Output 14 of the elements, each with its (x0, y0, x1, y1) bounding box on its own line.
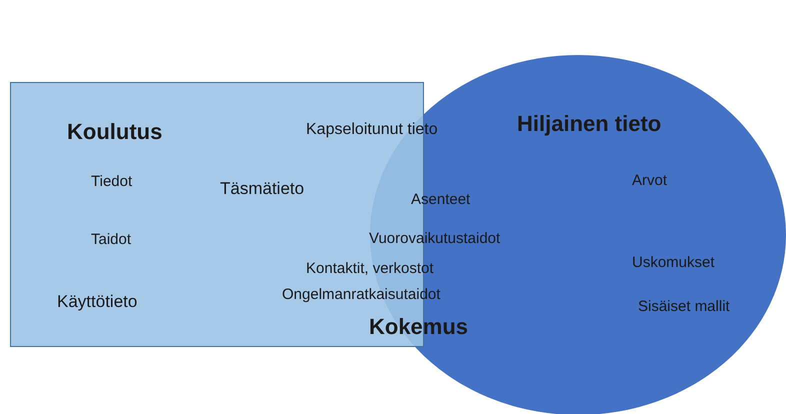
text-label: Asenteet (411, 191, 470, 208)
text-label: Kapseloitunut tieto (306, 121, 438, 139)
heading: Koulutus (67, 119, 162, 145)
text-label: Tiedot (91, 173, 132, 190)
text-label: Uskomukset (632, 254, 715, 271)
text-label: Sisäiset mallit (638, 298, 730, 315)
text-label: Käyttötieto (57, 292, 138, 312)
heading: Kokemus (369, 314, 468, 340)
heading: Hiljainen tieto (517, 111, 662, 137)
text-label: Täsmätieto (220, 179, 304, 199)
text-label: Arvot (632, 172, 668, 189)
text-label: Taidot (91, 231, 132, 248)
text-label: Ongelmanratkaisutaidot (282, 286, 440, 303)
text-label: Kontaktit, verkostot (306, 260, 434, 277)
